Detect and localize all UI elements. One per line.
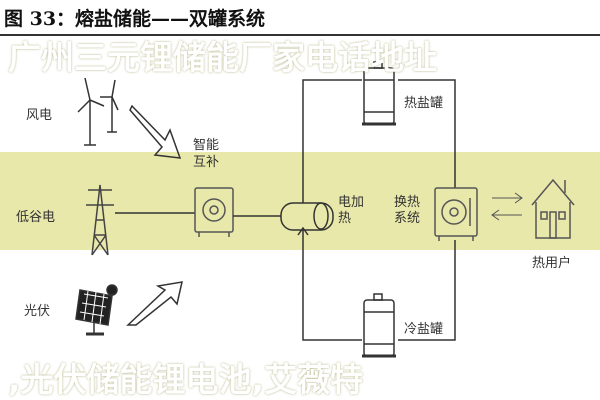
title-divider bbox=[0, 34, 600, 36]
hot-salt-tank-icon bbox=[362, 61, 396, 126]
electric-heater-icon bbox=[280, 202, 334, 231]
arrow-solar bbox=[126, 281, 183, 326]
arrow-from-user bbox=[491, 209, 522, 221]
watermark-line-1: 广州三元锂储能厂家电话地址 bbox=[8, 38, 437, 77]
figure-title: 图 33：熔盐储能——双罐系统 bbox=[4, 8, 266, 30]
heat-exchange-label: 换热系统 bbox=[394, 195, 421, 226]
arrow-to-user bbox=[492, 192, 523, 204]
wind-turbine-icon bbox=[77, 77, 119, 146]
solar-label: 光伏 bbox=[24, 304, 51, 319]
solar-panel-icon bbox=[75, 284, 118, 336]
cold-tank-label: 冷盐罐 bbox=[404, 322, 444, 337]
offpeak-label: 低谷电 bbox=[16, 210, 56, 225]
power-tower-icon bbox=[86, 184, 114, 256]
smart-grid-box-icon bbox=[194, 187, 234, 237]
smart-grid-label: 智能互补 bbox=[193, 138, 220, 170]
hot-tank-label: 热盐罐 bbox=[404, 96, 444, 111]
house-icon bbox=[531, 178, 575, 239]
watermark-line-2: ,光伏储能锂电池,艾薇特 bbox=[8, 360, 364, 399]
electric-heating-label: 电加热 bbox=[338, 195, 365, 226]
watermark-band bbox=[0, 152, 600, 250]
wind-label: 风电 bbox=[26, 108, 53, 123]
arrow-wind bbox=[129, 104, 182, 159]
heat-exchanger-icon bbox=[434, 187, 478, 241]
heat-user-label: 热用户 bbox=[532, 256, 572, 271]
cold-salt-tank-icon bbox=[362, 293, 396, 358]
